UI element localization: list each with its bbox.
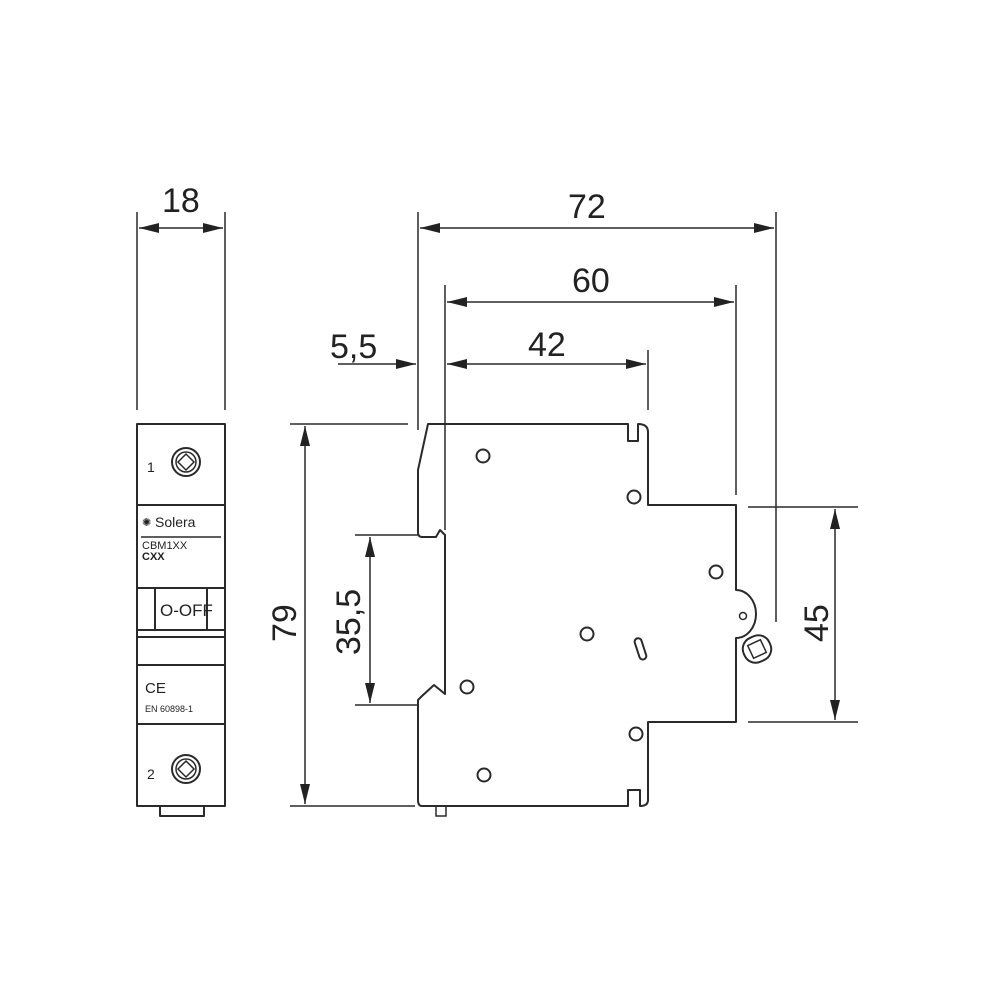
ce-mark: CE [145,680,166,697]
dimension-lines [136,212,858,807]
terminal-1-label: 1 [147,459,155,475]
toggle-handle-icon[interactable] [739,631,775,666]
dim-5-5: 5,5 [330,328,377,366]
terminal-2-label: 2 [147,766,155,782]
brand-logo: Solera [155,514,196,530]
model-label: CBM1XX [142,540,188,552]
dim-35-5: 35,5 [330,589,368,655]
dim-18: 18 [162,182,200,220]
dim-72: 72 [568,188,606,226]
curve-label: CXX [142,551,165,563]
standard-label: EN 60898-1 [145,704,193,714]
front-view: 1 2 ✺ Solera CBM1XX CXX O-OFF CE EN 6089… [136,423,226,817]
logo-sun-icon: ✺ [142,517,151,529]
side-outline [417,423,757,807]
mounting-holes [459,448,748,783]
front-body [136,423,226,807]
dim-79: 79 [266,604,304,642]
dim-60: 60 [572,262,610,300]
dim-42: 42 [528,326,566,364]
terminal-screw-top-icon [171,447,201,477]
side-view [417,423,775,817]
terminal-screw-bottom-icon [171,754,201,784]
switch-text: O-OFF [160,601,213,620]
dim-45: 45 [798,604,836,642]
